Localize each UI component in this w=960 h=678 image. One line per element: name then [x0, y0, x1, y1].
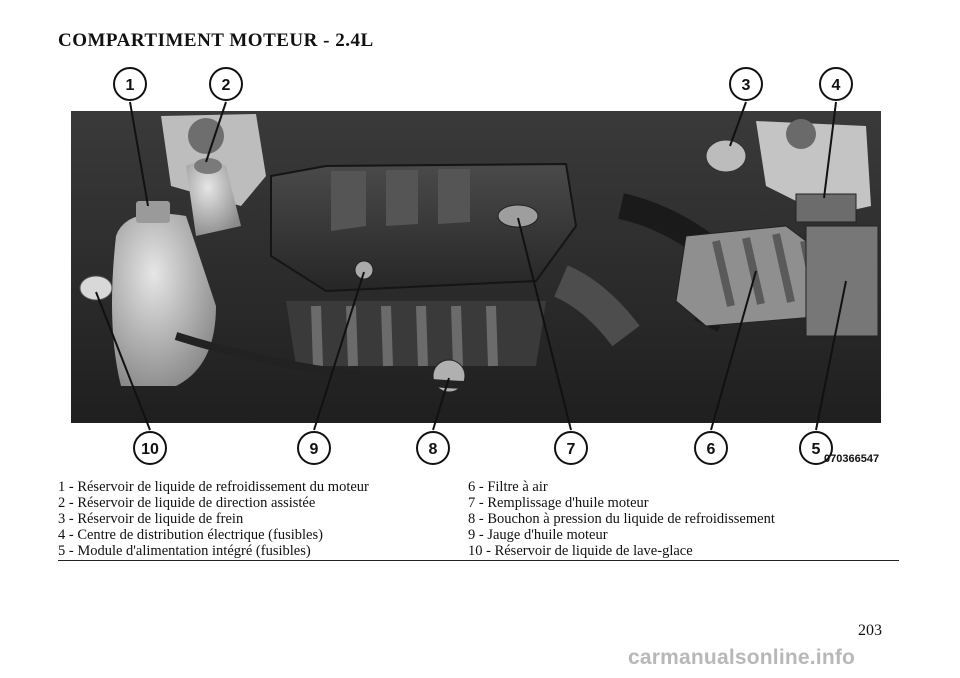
legend-item: 2 - Réservoir de liquide de direction as… — [58, 495, 316, 511]
page-number: 203 — [858, 622, 882, 639]
callout-1-circle — [113, 67, 147, 101]
legend-item: 9 - Jauge d'huile moteur — [468, 527, 608, 543]
engine-compartment-illustration: 1 2 3 4 10 9 8 7 6 5 070366547 — [71, 67, 881, 465]
fuse-box-top-shape — [795, 193, 857, 223]
callout-7-circle — [554, 431, 588, 465]
legend-item: 3 - Réservoir de liquide de frein — [58, 511, 244, 527]
callout-6-label: 6 — [707, 441, 716, 458]
cover-ridge-1 — [331, 171, 366, 231]
callout-5-circle — [799, 431, 833, 465]
leader-line-1 — [129, 101, 149, 207]
leader-line-4 — [823, 101, 837, 199]
leader-line-6 — [710, 270, 757, 431]
callouts — [113, 67, 853, 465]
cover-ridge-3 — [438, 169, 470, 224]
callout-8-circle — [416, 431, 450, 465]
engine-cover-shape — [270, 162, 578, 293]
leader-line-2 — [205, 101, 227, 163]
ps-reservoir-shape — [186, 161, 241, 236]
leader-line-9 — [313, 271, 365, 431]
callout-10-circle — [133, 431, 167, 465]
callout-1-label: 1 — [126, 77, 135, 94]
callout-3-label: 3 — [742, 77, 751, 94]
leader-line-5 — [815, 280, 847, 431]
leader-line-7 — [517, 217, 572, 431]
callout-5-label: 5 — [812, 441, 821, 458]
callout-8-label: 8 — [429, 441, 438, 458]
right-strut-tower — [756, 121, 871, 216]
callout-10-label: 10 — [141, 441, 159, 458]
washer-cap-shape — [79, 275, 113, 301]
callout-6-circle — [694, 431, 728, 465]
page-title: COMPARTIMENT MOTEUR - 2.4L — [58, 30, 374, 51]
figure-code: 070366547 — [824, 453, 879, 465]
legend-item: 4 - Centre de distribution électrique (f… — [58, 527, 323, 543]
air-filter-fins — [712, 233, 820, 307]
left-strut-mount — [188, 118, 224, 154]
legend-item: 6 - Filtre à air — [468, 479, 548, 495]
lower-hose — [174, 332, 787, 395]
legend-right-column: 6 - Filtre à air 7 - Remplissage d'huile… — [468, 479, 899, 559]
cover-ridge-2 — [386, 170, 418, 226]
legend-item: 5 - Module d'alimentation intégré (fusib… — [58, 543, 311, 559]
intake-runners — [286, 301, 546, 366]
callout-9-circle — [297, 431, 331, 465]
leader-line-8 — [432, 377, 450, 431]
oil-fill-cap-shape — [497, 204, 539, 228]
legend-item: 1 - Réservoir de liquide de refroidissem… — [58, 479, 369, 495]
corrugated-hose — [553, 265, 640, 347]
right-strut-mount — [786, 119, 816, 149]
ipm-box-shape — [805, 225, 879, 337]
legend-item: 8 - Bouchon à pression du liquide de ref… — [468, 511, 775, 527]
intake-runner-lines — [311, 305, 498, 367]
coolant-tank-cap-shape — [136, 201, 170, 223]
legend-item: 10 - Réservoir de liquide de lave-glace — [468, 543, 693, 559]
callout-4-circle — [819, 67, 853, 101]
leader-line-3 — [729, 101, 747, 147]
callout-3-circle — [729, 67, 763, 101]
leader-line-10 — [95, 291, 151, 431]
brake-reservoir-shape — [705, 139, 747, 173]
callout-2-label: 2 — [222, 77, 231, 94]
engine-compartment-figure: 1 2 3 4 10 9 8 7 6 5 070366547 — [66, 66, 890, 466]
callout-9-label: 9 — [310, 441, 319, 458]
callout-2-circle — [209, 67, 243, 101]
ps-cap-shape — [194, 158, 222, 174]
legend: 1 - Réservoir de liquide de refroidissem… — [58, 479, 899, 561]
legend-left-column: 1 - Réservoir de liquide de refroidissem… — [58, 479, 468, 559]
callout-4-label: 4 — [832, 77, 841, 94]
watermark: carmanualsonline.info — [628, 646, 856, 669]
legend-item: 7 - Remplissage d'huile moteur — [468, 495, 649, 511]
dipstick-handle-shape — [354, 260, 374, 280]
callout-7-label: 7 — [567, 441, 576, 458]
